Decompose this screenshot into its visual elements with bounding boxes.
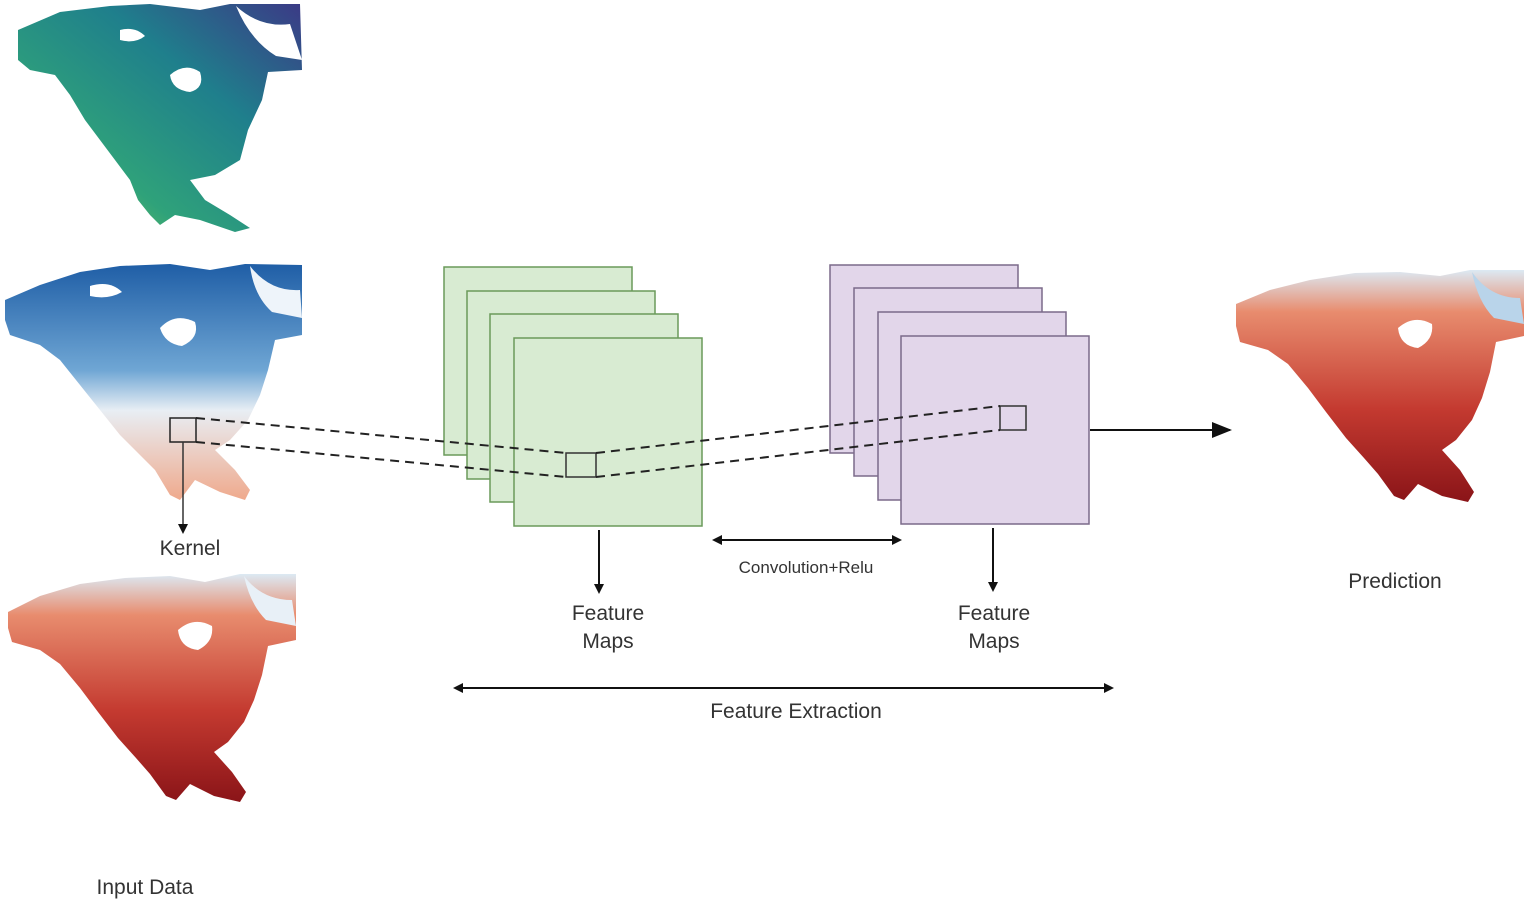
feature-maps-purple-stack bbox=[829, 264, 1090, 525]
kernel-label: Kernel bbox=[159, 537, 221, 560]
feature-maps-green-stack bbox=[443, 266, 703, 527]
feature-maps-1-label-line2: Maps bbox=[582, 630, 634, 653]
feature-maps-1-label: Feature Maps bbox=[538, 600, 678, 656]
input-data-label: Input Data bbox=[96, 876, 194, 899]
north-america-temperature-map-icon bbox=[18, 4, 302, 232]
feature-maps-2-label-line2: Maps bbox=[968, 630, 1020, 653]
feature-maps-2-label: Feature Maps bbox=[924, 600, 1064, 656]
north-america-prediction-map-icon bbox=[1236, 270, 1524, 502]
north-america-precipitation-map-icon bbox=[5, 264, 302, 500]
feature-maps-1-label-line1: Feature bbox=[571, 602, 645, 625]
north-america-red-map-icon bbox=[8, 574, 296, 802]
feature-extraction-label: Feature Extraction bbox=[710, 700, 882, 723]
feature-maps-2-label-line1: Feature bbox=[957, 602, 1031, 625]
convolution-relu-label: Convolution+Relu bbox=[738, 558, 874, 577]
kernel-projection-lines bbox=[195, 405, 1001, 478]
prediction-label: Prediction bbox=[1348, 570, 1442, 593]
